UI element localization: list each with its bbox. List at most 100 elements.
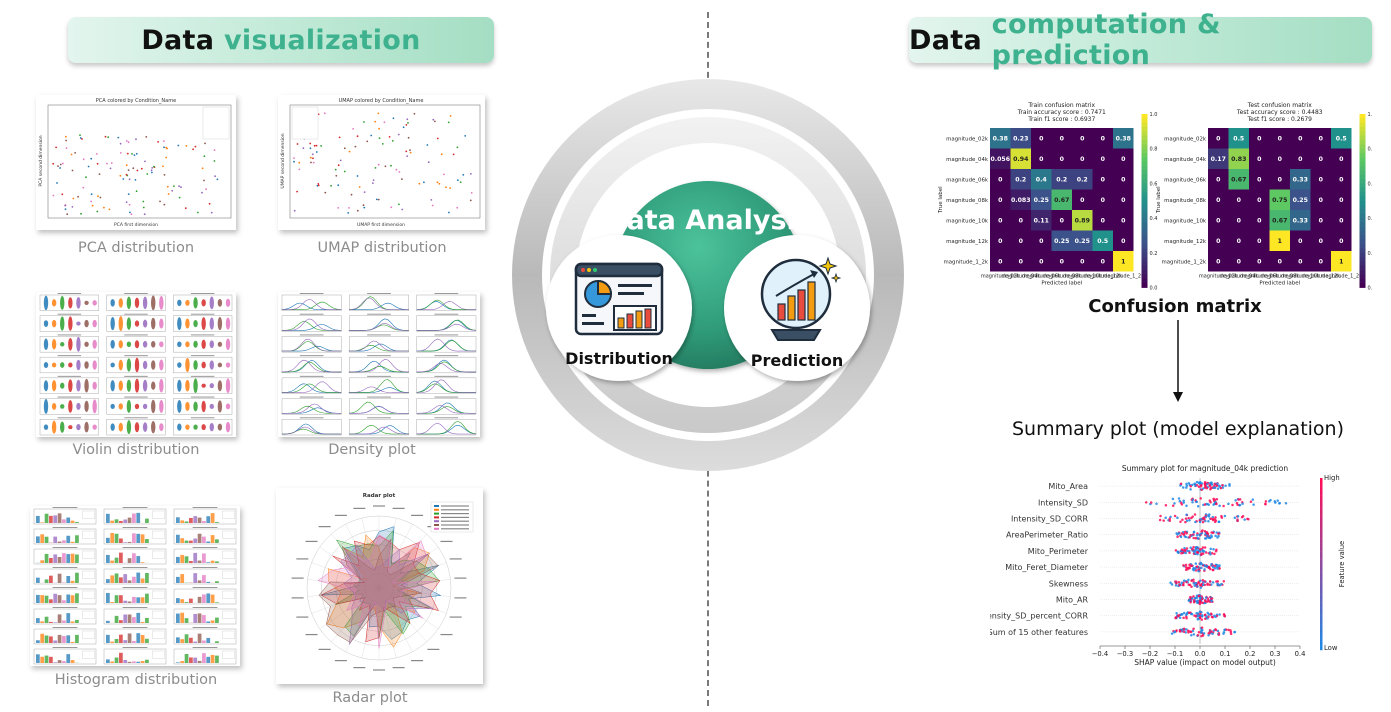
scatter-point <box>130 213 133 216</box>
shap-point <box>1171 504 1175 507</box>
shap-point <box>1206 583 1209 586</box>
scatter-point <box>178 185 181 188</box>
violin-shape <box>142 360 148 370</box>
shap-point <box>1200 626 1204 629</box>
scatter-point <box>178 196 181 199</box>
shap-point <box>1194 520 1197 524</box>
matrix-cell <box>1092 169 1113 190</box>
shap-point <box>1218 613 1221 616</box>
shap-point <box>1218 567 1221 570</box>
shap-point <box>1194 581 1198 585</box>
colorbar-segment <box>1359 270 1366 275</box>
scatter-point <box>97 195 99 198</box>
violin-shape <box>225 362 231 368</box>
scatter-point <box>330 184 332 187</box>
matrix-cell-value: 0 <box>1121 238 1126 245</box>
shap-point <box>1214 615 1217 619</box>
scatter-point <box>337 184 340 187</box>
mini-panel <box>39 293 99 311</box>
colorbar-segment <box>1141 261 1148 267</box>
colorbar-segment <box>1359 157 1366 163</box>
matrix-col-label: magnitude_12k <box>1301 274 1340 280</box>
matrix-cell <box>1113 189 1134 210</box>
colorbar-tick: 0.0 <box>1368 286 1373 292</box>
radar-spoke <box>378 587 397 658</box>
colorbar-segment <box>1141 265 1148 271</box>
mini-panel <box>39 375 99 394</box>
shap-point <box>1208 580 1212 583</box>
matrix-cell <box>1092 148 1113 169</box>
umap-caption: UMAP distribution <box>317 240 447 256</box>
histogram-bar <box>62 661 66 663</box>
violin-shape <box>209 403 214 409</box>
shap-point <box>1227 628 1230 632</box>
scatter-point <box>448 211 450 214</box>
shap-colorbar-segment <box>1320 529 1323 535</box>
shap-point <box>1264 502 1267 506</box>
scatter-point <box>459 181 462 183</box>
scatter-point <box>163 203 166 206</box>
violin-shape <box>51 402 57 410</box>
shap-point <box>1203 503 1207 506</box>
matrix-title: Test f1 score : 0.2679 <box>1246 116 1312 123</box>
histogram-bar <box>206 541 211 543</box>
shap-colorbar-segment <box>1320 624 1323 629</box>
matrix-cell <box>1072 189 1093 210</box>
violin-shape <box>84 378 89 393</box>
matrix-cell <box>1113 230 1134 251</box>
scatter-point <box>337 164 340 167</box>
matrix-col-label: magnitude_08k <box>1260 274 1299 280</box>
histogram-bar <box>36 640 40 643</box>
shap-point <box>1198 533 1201 537</box>
colorbar-segment <box>1141 166 1148 171</box>
matrix-cell-value: 0.2 <box>1077 176 1088 183</box>
matrix-cell-value: 0 <box>1319 176 1324 183</box>
violin-shape <box>118 380 123 391</box>
shap-point <box>1189 546 1192 549</box>
colorbar-segment <box>1141 218 1148 223</box>
shap-colorbar-segment <box>1320 503 1323 509</box>
scatter-point <box>372 182 374 184</box>
shap-colorbar-segment <box>1320 581 1323 586</box>
shap-point <box>1208 483 1211 487</box>
violin-shape <box>193 360 198 370</box>
scatter-point <box>201 191 203 194</box>
matrix-cell <box>1208 230 1229 251</box>
histogram-bar <box>62 519 66 523</box>
colorbar-segment <box>1141 200 1148 206</box>
scatter-point <box>151 171 153 174</box>
violin-shape <box>76 336 81 352</box>
matrix-cell <box>1113 210 1134 231</box>
shap-feature-label: Intensity_SD_CORR <box>1011 515 1089 524</box>
matrix-row-label: magnitude_02k <box>946 136 989 142</box>
matrix-cell-value: 1 <box>1121 258 1125 265</box>
shap-feature-label: Sum of 15 other features <box>990 628 1088 637</box>
histogram-bar <box>119 652 123 663</box>
colorbar-segment <box>1359 161 1366 167</box>
violin-shape <box>126 420 132 435</box>
matrix-cell-value: 0.83 <box>1231 156 1246 163</box>
histogram-bar <box>136 572 141 583</box>
shap-point <box>1193 597 1197 600</box>
violin-shape <box>209 383 214 389</box>
shap-point <box>1185 616 1188 620</box>
scatter-point <box>125 173 128 176</box>
shap-point <box>1251 498 1255 501</box>
shap-colorbar-segment <box>1320 598 1323 603</box>
colorbar-segment <box>1359 179 1366 184</box>
matrix-cell <box>1269 148 1290 169</box>
mini-panel <box>281 375 342 394</box>
histogram-bar <box>40 656 45 663</box>
violin-shape <box>177 379 182 392</box>
colorbar-segment <box>1141 231 1148 236</box>
shap-point <box>1198 599 1202 602</box>
violin-shape <box>60 404 65 409</box>
density-curve <box>349 424 409 435</box>
density-curve <box>416 406 476 414</box>
scatter-point <box>312 161 315 164</box>
violin-shape <box>134 357 140 373</box>
shap-point <box>1211 531 1215 535</box>
density-thumbnail <box>278 292 480 437</box>
shap-point <box>1187 578 1190 582</box>
shap-point <box>1203 529 1207 533</box>
